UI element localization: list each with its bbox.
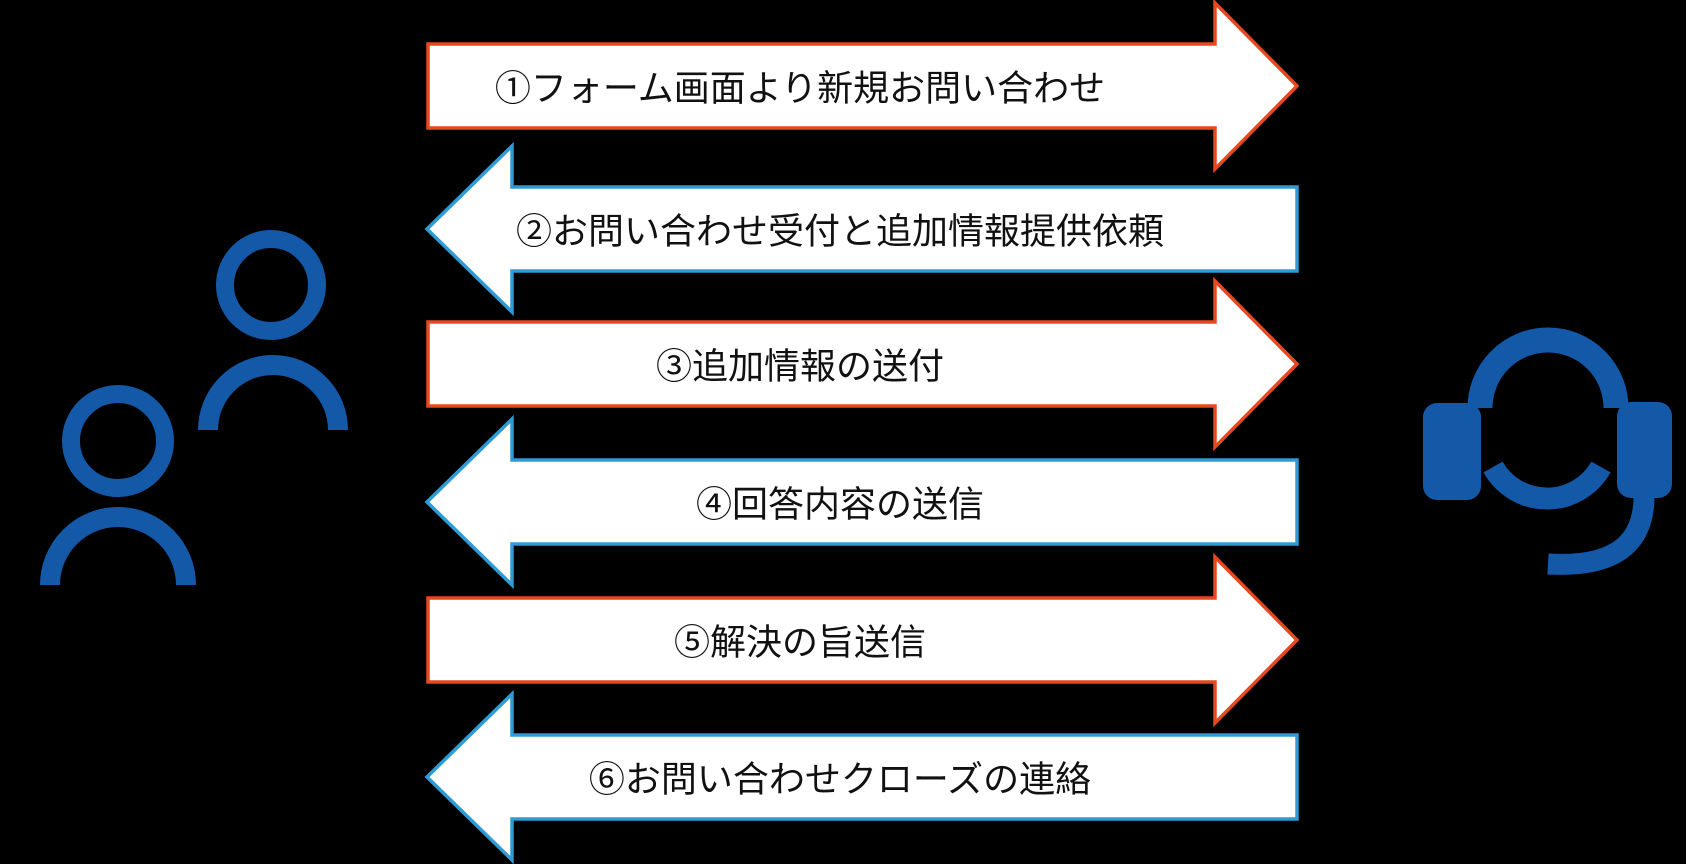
headband-arc xyxy=(1467,327,1629,409)
flow-arrow-step-4: ④回答内容の送信 xyxy=(424,414,1299,590)
right-arrow-shape xyxy=(426,0,1300,174)
left-arrow-shape xyxy=(424,689,1299,864)
arrow-label-5: ⑤解決の旨送信 xyxy=(674,622,926,663)
person-front-shoulders xyxy=(40,507,196,586)
right-earpad xyxy=(1617,402,1672,498)
person-front-head xyxy=(62,385,174,497)
person-back-shoulders xyxy=(198,355,348,431)
arrow-label-4: ④回答内容の送信 xyxy=(696,484,984,525)
flow-arrow-step-2: ②お問い合わせ受付と追加情報提供依頼 xyxy=(424,141,1299,317)
arrow-label-6: ⑥お問い合わせクローズの連絡 xyxy=(589,759,1091,800)
arrow-label-1: ①フォーム画面より新規お問い合わせ xyxy=(495,68,1105,109)
left-arrow-shape xyxy=(424,414,1299,590)
people-icon xyxy=(40,230,348,586)
flow-arrow-step-3: ③追加情報の送付 xyxy=(426,276,1300,452)
arrow-label-3: ③追加情報の送付 xyxy=(656,346,944,387)
chin-arc xyxy=(1483,461,1611,510)
right-arrow-shape xyxy=(426,552,1300,728)
left-earpad xyxy=(1423,403,1481,500)
flow-arrow-step-6: ⑥お問い合わせクローズの連絡 xyxy=(424,689,1299,864)
right-arrow-shape xyxy=(426,276,1300,452)
left-arrow-shape xyxy=(424,141,1299,317)
flow-arrow-step-5: ⑤解決の旨送信 xyxy=(426,552,1300,728)
flow-arrow-step-1: ①フォーム画面より新規お問い合わせ xyxy=(426,0,1300,174)
headset-operator-icon xyxy=(1423,327,1672,575)
mic-boom xyxy=(1547,489,1655,575)
arrow-label-2: ②お問い合わせ受付と追加情報提供依頼 xyxy=(516,211,1164,252)
person-back-head xyxy=(216,230,326,340)
